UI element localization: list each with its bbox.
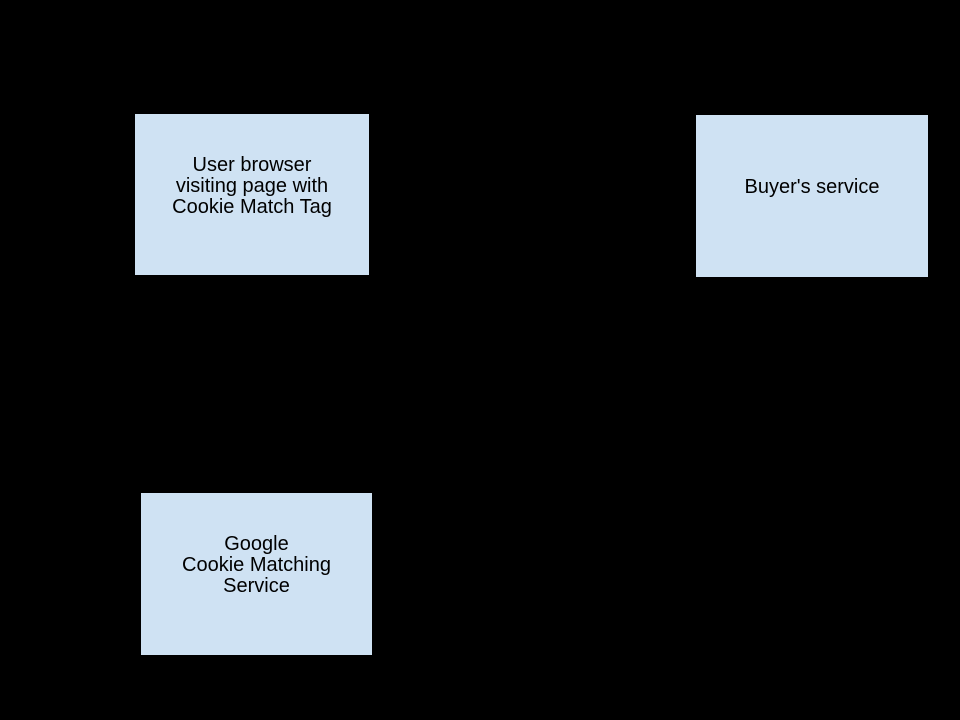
node-user-browser: User browser visiting page with Cookie M…	[135, 114, 369, 275]
node-label-line: Service	[223, 575, 290, 597]
node-label-line: Buyer's service	[744, 176, 880, 198]
node-label-line: Cookie Match Tag	[172, 195, 332, 218]
node-buyers-service: Buyer's service	[696, 115, 928, 277]
node-label-line: Cookie Matching	[182, 554, 331, 576]
node-label-line: User browser	[192, 153, 312, 176]
node-label-line: Google	[224, 533, 289, 555]
node-google-cookie-matching-service-label: Google Cookie Matching Service	[182, 534, 331, 597]
node-user-browser-label: User browser visiting page with Cookie M…	[172, 153, 332, 218]
node-buyers-service-label: Buyer's service	[745, 177, 880, 198]
node-label-line: visiting page with	[175, 174, 329, 197]
node-google-cookie-matching-service: Google Cookie Matching Service	[141, 493, 372, 655]
